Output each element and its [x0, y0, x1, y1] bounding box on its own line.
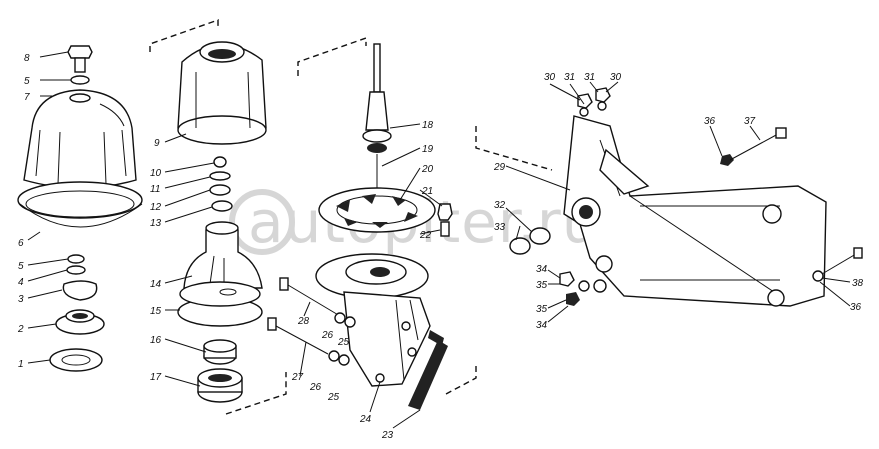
bracket-top-rotor [149, 19, 219, 52]
label-5-bottom: 5 [18, 261, 24, 272]
label-6: 6 [18, 238, 24, 249]
label-11: 11 [150, 184, 160, 195]
washer-5-bottom [67, 254, 85, 264]
seal-2 [55, 309, 105, 335]
label-10: 10 [150, 168, 162, 179]
label-5-top: 5 [24, 76, 30, 87]
bracket-axle [297, 37, 367, 76]
label-4: 4 [18, 277, 24, 288]
nut-10 [213, 156, 227, 168]
label-36-top: 36 [704, 116, 716, 127]
label-16: 16 [150, 335, 162, 346]
label-3: 3 [18, 294, 24, 305]
washers-25-26 [328, 312, 356, 366]
bolt-37-36 [720, 127, 787, 166]
snap-ring-3 [62, 280, 98, 301]
label-30-right: 30 [610, 72, 622, 83]
leaders-right [505, 81, 851, 323]
label-30-left: 30 [544, 72, 556, 83]
bolt-27 [267, 317, 329, 355]
label-24: 24 [359, 414, 372, 425]
label-31-right: 31 [584, 72, 595, 83]
leaders-left [27, 51, 71, 364]
label-27: 27 [291, 372, 304, 383]
label-34-bottom: 34 [536, 320, 548, 331]
label-18: 18 [422, 120, 434, 131]
label-14: 14 [150, 279, 162, 290]
fitting-21-22 [437, 203, 453, 237]
label-2: 2 [17, 324, 24, 335]
bearing-17 [197, 368, 243, 403]
label-21: 21 [421, 186, 433, 197]
washer-5-top [70, 75, 90, 85]
label-25-top: 25 [337, 337, 350, 348]
label-19: 19 [422, 144, 434, 155]
bolt-28 [279, 277, 341, 317]
label-1: 1 [18, 359, 24, 370]
bushing-16 [203, 339, 237, 365]
label-7: 7 [24, 92, 30, 103]
label-28: 28 [297, 316, 310, 327]
rotor-base-15 [177, 281, 263, 327]
label-13: 13 [150, 218, 162, 229]
label-34-top: 34 [536, 264, 548, 275]
label-35-top: 35 [536, 280, 548, 291]
label-23: 23 [381, 430, 394, 441]
cap-7 [23, 89, 137, 189]
washer-11 [209, 171, 231, 181]
label-15: 15 [150, 306, 162, 317]
bracket-frame [475, 126, 553, 171]
washer-1 [49, 348, 103, 372]
label-22: 22 [419, 230, 432, 241]
screen-disc-20 [318, 187, 436, 233]
leaders-middle [299, 123, 443, 429]
rotor-cover-9 [177, 41, 267, 145]
label-9: 9 [154, 138, 160, 149]
rotor-14 [183, 221, 263, 289]
label-31-left: 31 [564, 72, 575, 83]
leaders-rotor [164, 133, 215, 387]
label-33: 33 [494, 222, 506, 233]
label-29: 29 [493, 162, 506, 173]
nuts-34-35 [559, 271, 590, 306]
label-26-top: 26 [321, 330, 334, 341]
bracket-housing [445, 366, 477, 395]
label-8: 8 [24, 53, 30, 64]
gasket-6 [17, 181, 143, 228]
bracket-bottom-rotor [225, 372, 287, 415]
bolt-38-36 [812, 247, 863, 282]
label-36-bottom: 36 [850, 302, 862, 313]
bolt-8 [67, 45, 93, 73]
bushing-33 [509, 227, 551, 255]
label-38: 38 [852, 278, 864, 289]
label-12: 12 [150, 202, 162, 213]
axle [362, 43, 392, 212]
gasket-23 [408, 330, 448, 410]
label-35-bottom: 35 [536, 304, 548, 315]
label-37: 37 [744, 116, 756, 127]
ring-12 [209, 184, 231, 196]
bracket-29 [563, 115, 827, 307]
ring-4 [66, 265, 86, 275]
label-26-bottom: 26 [309, 382, 322, 393]
label-32: 32 [494, 200, 506, 211]
label-20: 20 [421, 164, 434, 175]
label-17: 17 [150, 372, 162, 383]
label-25-bottom: 25 [327, 392, 340, 403]
callouts: 8 5 7 6 5 4 3 2 1 9 10 11 12 13 14 15 16… [17, 53, 864, 441]
ring-13 [211, 200, 233, 212]
housing-24 [315, 253, 431, 387]
